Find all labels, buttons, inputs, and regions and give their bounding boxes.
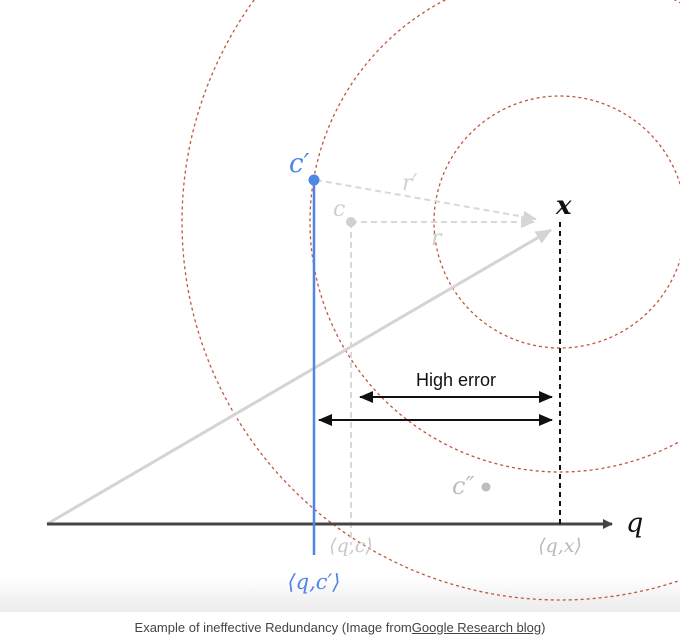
inner-circle <box>433 95 680 349</box>
label-high-error: High error <box>416 370 496 390</box>
caption-text-before: Example of ineffective Redundancy (Image… <box>134 619 412 635</box>
label-r-prime: r′ <box>402 171 418 196</box>
figure-caption: Example of ineffective Redundancy (Image… <box>0 612 680 642</box>
google-research-blog-link[interactable]: Google Research blog <box>411 619 542 635</box>
diagram-figure: c′ c c″ x q r′ r High error ⟨q,c′⟩ ⟨q,c⟩… <box>0 0 680 612</box>
point-c-double-prime <box>481 482 491 492</box>
label-proj-q-c: ⟨q,c⟩ <box>329 535 373 557</box>
label-c-double-prime: c″ <box>452 472 474 500</box>
label-q: q <box>626 508 643 539</box>
caption-text-after: ) <box>541 619 546 635</box>
label-x: x <box>555 191 572 221</box>
label-c: c <box>333 197 345 222</box>
point-c-prime <box>308 174 320 186</box>
diagram-svg: c′ c c″ x q r′ r High error ⟨q,c′⟩ ⟨q,c⟩… <box>46 0 680 601</box>
label-r: r <box>431 226 443 251</box>
label-c-prime: c′ <box>289 149 310 179</box>
vector-x <box>46 228 552 526</box>
label-proj-q-c-prime: ⟨q,c′⟩ <box>287 570 340 594</box>
label-proj-q-x: ⟨q,x⟩ <box>538 535 582 557</box>
radius-r-prime-line <box>315 179 537 223</box>
middle-circle <box>309 0 680 473</box>
point-c <box>346 217 356 227</box>
